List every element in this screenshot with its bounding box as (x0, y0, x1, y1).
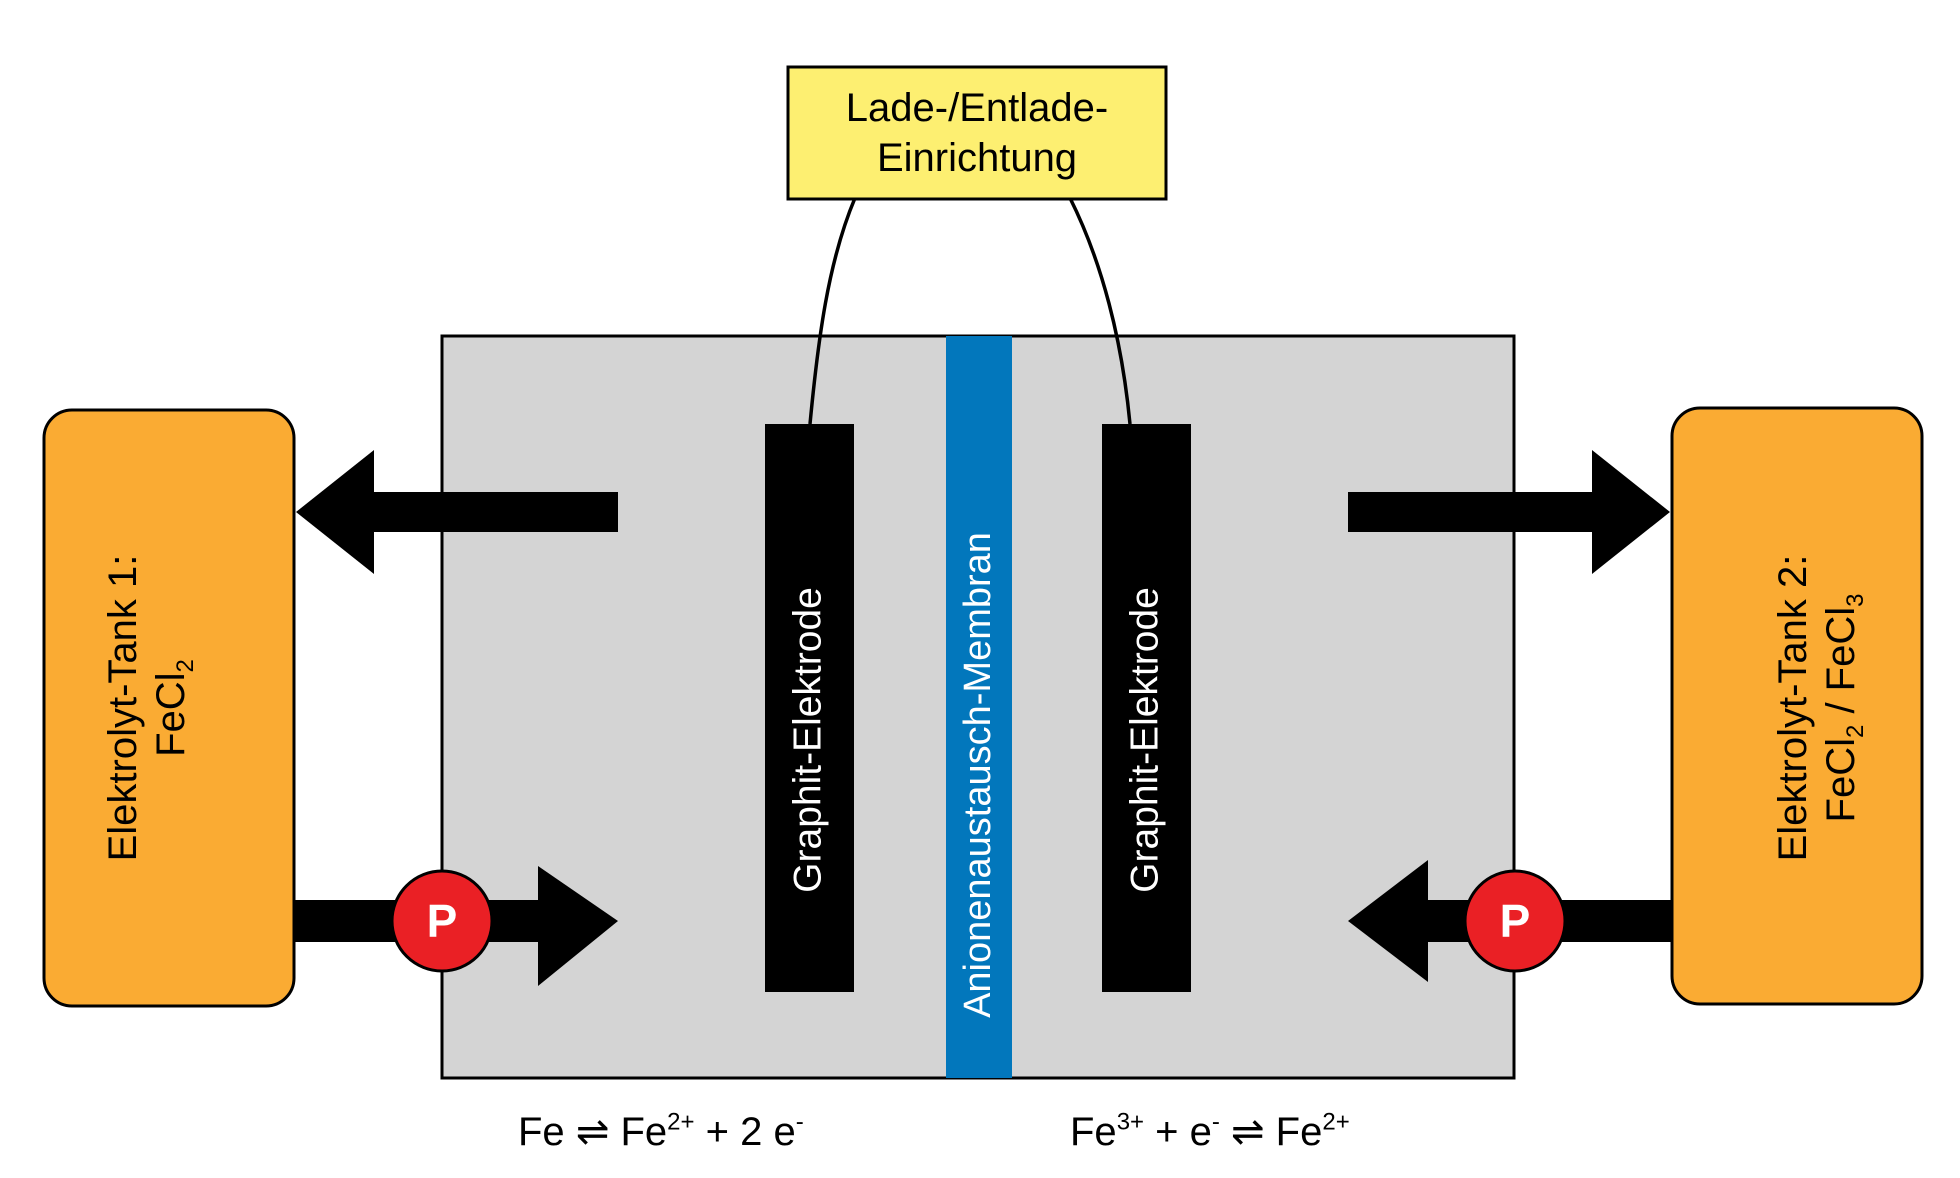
tank-left-formula-base: FeCl (149, 672, 194, 757)
tank-right-label: Elektrolyt-Tank 2: FeCl2 / FeCl3 (1769, 555, 1871, 862)
eq-left-e-charge: - (795, 1108, 804, 1136)
controller-line2: Einrichtung (876, 136, 1078, 180)
electrode-right (1102, 424, 1191, 992)
equation-left: Fe ⇌ Fe2+ + 2 e- (518, 1104, 804, 1160)
membrane-label: Anionenaustausch-Membran (957, 532, 1000, 1018)
tank-left-title: Elektrolyt-Tank 1: (101, 554, 146, 862)
eq-left-lhs: Fe (518, 1110, 565, 1154)
tank-right (1670, 406, 1924, 1006)
tank-left-formula-sub: 2 (172, 659, 200, 673)
pump-left-circle (390, 869, 494, 973)
eq-left-ion-charge: 2+ (667, 1108, 695, 1136)
controller-line1: Lade-/Entlade- (845, 86, 1109, 130)
arrow-to-tank-left (296, 450, 618, 574)
eq-right-product: Fe (1275, 1110, 1323, 1154)
pump-left-label: P (426, 895, 458, 947)
pump-right-circle (1463, 869, 1567, 973)
membrane (946, 336, 1012, 1078)
eq-right-ion-charge: 3+ (1116, 1108, 1145, 1136)
eq-left-ion: Fe (620, 1110, 668, 1154)
wire-right (1068, 197, 1132, 425)
eq-left-arrow: ⇌ (575, 1110, 610, 1154)
eq-right-ion: Fe (1070, 1110, 1117, 1154)
tank-right-separator: / (1819, 691, 1864, 725)
eq-left-rest: + 2 e (694, 1110, 796, 1154)
tank-left-label: Elektrolyt-Tank 1: FeCl2 (99, 555, 201, 862)
arrow-to-tank-right (1348, 450, 1670, 574)
eq-right-e-charge: - (1211, 1108, 1220, 1136)
arrow-to-cell-right (1348, 860, 1428, 982)
pump-right-label: P (1499, 895, 1531, 947)
tank-right-f1-base: FeCl (1819, 738, 1864, 823)
wire-left (808, 197, 857, 425)
tank-right-title: Elektrolyt-Tank 2: (1771, 554, 1816, 862)
electrode-right-label: Graphit-Elektrode (1123, 587, 1167, 893)
tank-right-f1-sub: 2 (1842, 724, 1870, 739)
equation-right: Fe3+ + e- ⇌ Fe2+ (1070, 1104, 1350, 1160)
tank-left (42, 408, 296, 1008)
eq-right-mid: + e (1144, 1110, 1212, 1154)
tank-right-f2-base: FeCl (1819, 606, 1864, 692)
tank-left-formula: FeCl2 (147, 555, 201, 862)
controller-label: Lade-/Entlade- Einrichtung (788, 67, 1166, 199)
eq-right-product-charge: 2+ (1322, 1108, 1350, 1136)
tank-right-f2-sub: 3 (1842, 593, 1870, 607)
electrode-left (765, 424, 854, 992)
tank-right-formula: FeCl2 / FeCl3 (1817, 555, 1871, 862)
controller-box (786, 65, 1168, 201)
arrow-to-cell-left (538, 866, 618, 986)
electrode-left-label: Graphit-Elektrode (786, 587, 830, 893)
eq-right-arrow: ⇌ (1231, 1110, 1265, 1154)
